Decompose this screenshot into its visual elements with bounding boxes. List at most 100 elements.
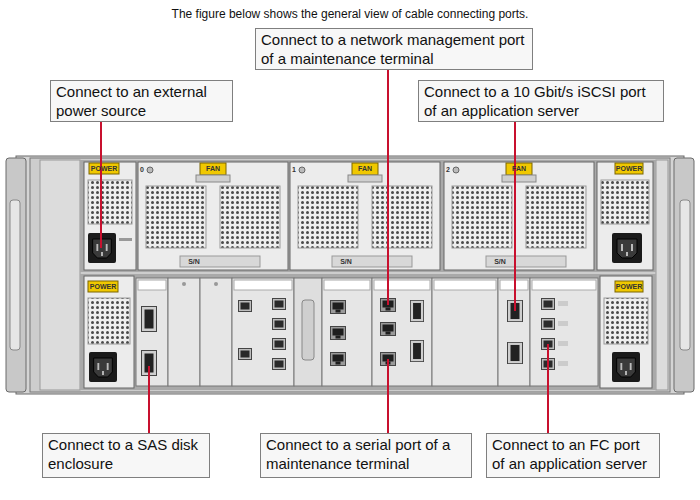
power-module (615, 281, 643, 292)
panel-label: 2 (446, 166, 450, 174)
fan-module (506, 163, 532, 175)
interface-card (302, 300, 314, 360)
fan-module (526, 186, 586, 248)
power-module (88, 180, 132, 224)
power-module (597, 162, 653, 270)
interface-card (558, 301, 568, 306)
chassis (6, 156, 694, 394)
chassis (10, 200, 20, 350)
callout-text: Connect to a serial port of a maintenanc… (266, 435, 466, 473)
fan-module (299, 167, 305, 173)
interface-card (434, 280, 496, 290)
fan-module (138, 162, 594, 270)
fan-module (147, 167, 153, 173)
panel-label: S/N (188, 258, 200, 266)
interface-card (214, 282, 218, 286)
power-module (601, 180, 649, 224)
interface-card (331, 301, 346, 314)
leader-line (514, 122, 516, 311)
interface-card (508, 342, 523, 363)
power-module (88, 281, 118, 292)
callout-text: Connect to a network management port of … (261, 30, 527, 68)
panel-label: POWER (90, 283, 116, 291)
panel-label: POWER (616, 283, 642, 291)
power-module (600, 276, 652, 388)
chassis (674, 158, 694, 392)
callout-box: Connect to a 10 Gbit/s iSCSI port of an … (418, 80, 664, 122)
panel-label: FAN (358, 165, 372, 173)
leader-line (101, 70, 548, 433)
panel-label: S/N (494, 258, 506, 266)
interface-card (182, 282, 186, 286)
callout-text: Connect to a SAS disk enclosure (48, 435, 204, 473)
power-module (84, 162, 653, 388)
fan-module (502, 175, 536, 182)
interface-card (372, 278, 432, 386)
fan-module (196, 175, 230, 182)
chassis (16, 156, 684, 394)
fan-module (290, 162, 440, 270)
interface-card (530, 278, 598, 386)
power-module (604, 298, 648, 344)
panel-label: FAN (512, 165, 526, 173)
panel-label: FAN (206, 165, 220, 173)
chassis (656, 160, 668, 390)
interface-card (410, 340, 423, 361)
chassis (40, 160, 80, 390)
interface-card (273, 319, 286, 330)
panel-label: S/N (340, 258, 352, 266)
interface-card (324, 280, 370, 290)
leader-line (387, 359, 389, 433)
fan-module (372, 186, 432, 248)
interface-card (410, 300, 423, 321)
fan-module (452, 186, 512, 248)
panel-label: 1 (292, 166, 296, 174)
fan-module (348, 175, 382, 182)
interface-card (381, 323, 396, 336)
leader-line (100, 122, 102, 248)
interface-card (136, 278, 598, 386)
chassis (80, 274, 656, 390)
fan-module (444, 162, 594, 270)
power-module (612, 233, 642, 263)
power-module (615, 163, 643, 174)
interface-card (542, 299, 555, 310)
interface-card (142, 307, 157, 332)
panel-label: POWER (91, 165, 117, 173)
fan-module (332, 256, 412, 267)
interface-card (239, 349, 252, 360)
interface-card (331, 327, 346, 340)
interface-card (136, 278, 168, 386)
power-module (89, 352, 117, 382)
fan-module (138, 162, 288, 270)
leader-line (387, 70, 389, 305)
interface-card (331, 353, 346, 366)
panel-label: 0 (140, 166, 144, 174)
interface-card (273, 359, 286, 370)
power-module (84, 276, 134, 388)
interface-card (232, 278, 294, 386)
callout-box: Connect to an FC port of an application … (486, 433, 660, 478)
power-module (88, 298, 130, 344)
callout-box: Connect to a SAS disk enclosure (42, 433, 210, 478)
panel-label: POWER (616, 165, 642, 173)
interface-card (322, 278, 372, 386)
interface-card (273, 299, 286, 310)
power-module (119, 238, 132, 241)
fan-module (180, 256, 260, 267)
interface-card (558, 361, 568, 366)
power-module (89, 163, 119, 174)
interface-card (200, 278, 232, 386)
fan-module (220, 186, 280, 248)
chassis (30, 158, 670, 392)
interface-card (542, 319, 555, 330)
chassis (80, 160, 656, 272)
interface-card (558, 321, 568, 326)
callout-box: Connect to a network management port of … (255, 28, 533, 70)
interface-card (273, 339, 286, 350)
figure-title: The figure below shows the general view … (0, 7, 700, 22)
fan-module (453, 167, 459, 173)
